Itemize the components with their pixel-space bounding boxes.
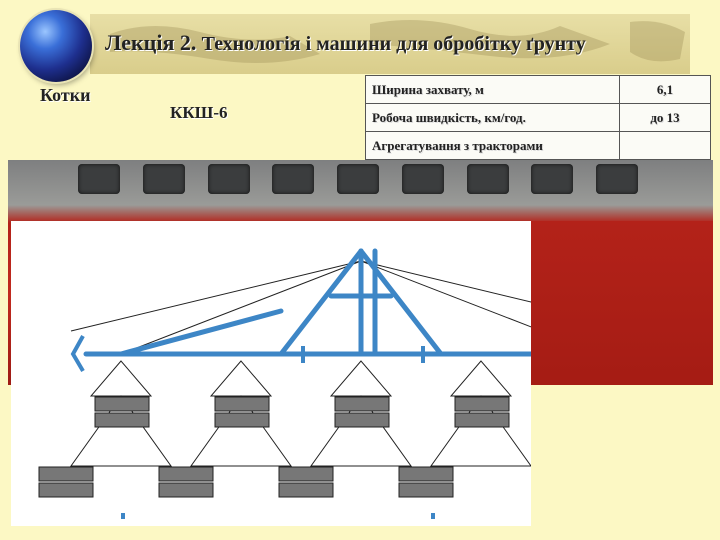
spec-row: Агрегатування з тракторами [365, 131, 711, 160]
roller-hitch-diagram [11, 221, 531, 526]
spec-table: Ширина захвату, м 6,1 Робоча швидкість, … [365, 75, 711, 160]
header-banner [90, 14, 690, 74]
spec-row: Ширина захвату, м 6,1 [365, 75, 711, 104]
spec-value: 6,1 [619, 75, 711, 104]
spec-value: до 13 [619, 103, 711, 132]
machine-photo-right [531, 221, 713, 385]
model-label: ККШ-6 [170, 103, 228, 122]
upper-rollers [94, 396, 510, 428]
lecture-number: Лекція 2. [105, 30, 197, 55]
roller-tops [78, 164, 638, 200]
slide-title: Лекція 2. Технологія і машини для обробі… [105, 30, 586, 56]
spec-param: Робоча швидкість, км/год. [365, 103, 620, 132]
globe-icon [20, 10, 92, 82]
spec-value [619, 131, 711, 160]
lecture-topic: Технологія і машини для обробітку ґрунту [201, 33, 586, 55]
spec-param: Агрегатування з тракторами [365, 131, 620, 160]
section-label: Котки [40, 85, 91, 105]
spec-row: Робоча швидкість, км/год. до 13 [365, 103, 711, 132]
world-map-background [110, 20, 685, 63]
spec-param: Ширина захвату, м [365, 75, 620, 104]
lower-rollers [38, 466, 454, 498]
